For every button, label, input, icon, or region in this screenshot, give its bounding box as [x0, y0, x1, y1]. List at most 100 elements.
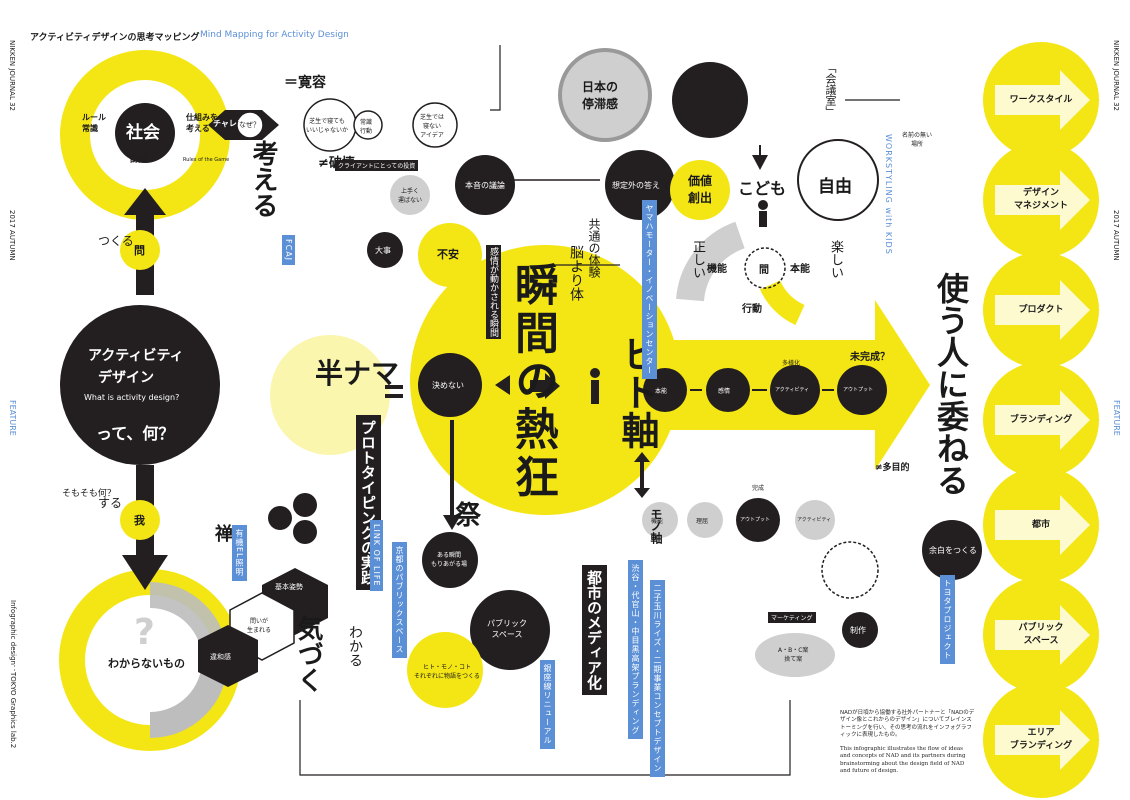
- daiji-circle: [367, 232, 403, 268]
- kaigishitsu-label: 「会議室」: [824, 62, 837, 117]
- koudou-label: 行動: [742, 304, 762, 315]
- daiji-label: 大事: [375, 246, 391, 255]
- flow-activity: [770, 365, 820, 415]
- nihon-label: 日本の 停滞感: [582, 80, 619, 111]
- flow2-kinou-label: 機能: [651, 518, 664, 525]
- tag-life: LINK OF LIFE: [370, 520, 383, 591]
- nihon-circle: [558, 48, 652, 142]
- arrow-down-head: [122, 555, 168, 590]
- client-label: クライアントにとっての投資: [335, 160, 419, 171]
- meisho-circle: [672, 62, 748, 138]
- tag-yamaha: ヤマハモーター・イノベーションセンター: [642, 200, 657, 379]
- shibafu1-label: 芝生で寝ても いいじゃないか: [306, 118, 349, 134]
- rule-think-label: 仕組みを 考える: [186, 113, 218, 133]
- arrow-up-head: [124, 188, 166, 215]
- aruShunkan-circle: [422, 532, 478, 588]
- shibafu2-label: 芝生では 寝ない アイデア: [420, 114, 445, 139]
- kimenai-circle: [418, 353, 482, 417]
- rule-common-label: ルール 常識: [82, 113, 106, 133]
- tanoshii-label: 楽しい: [828, 240, 843, 279]
- header-title-jp: アクティビティデザインの思考マッピング: [30, 33, 200, 43]
- center-title-2: デザイン: [98, 370, 154, 386]
- tag-workstyling: WORKSTYLING with KIDS: [882, 130, 895, 259]
- center-question: って、何？: [96, 424, 175, 443]
- journal-left: NIKKEN JOURNAL 32: [8, 40, 16, 111]
- kinou-label: 機能: [707, 264, 727, 275]
- kyotsuu-label: 共通の体験: [587, 218, 601, 278]
- kyoumi-label: 感情が動かされる瞬間: [486, 245, 501, 339]
- header-title-en: Mind Mapping for Activity Design: [200, 30, 349, 40]
- abc-cloud: [755, 633, 835, 677]
- right-arrow-small: [530, 380, 545, 392]
- aida-circle: [744, 247, 786, 289]
- prototyping-label: プロトタイピングの実践: [356, 415, 381, 590]
- honnou-label: 本能: [790, 264, 810, 275]
- kihon-label: 基本姿勢: [275, 583, 303, 591]
- fuan-circle: [418, 223, 482, 287]
- hitomono-circle: [407, 632, 483, 708]
- aruShunkan-label: ある瞬間 もりあがる場: [431, 552, 468, 568]
- kodomo-label: こども: [738, 179, 787, 198]
- yohaku-label: 余白をつくる: [929, 546, 977, 555]
- kinou-arc: [676, 221, 746, 302]
- sidebar-item-area-branding: エリア ブランディング: [1009, 728, 1073, 751]
- monojiku-label: モノ軸: [649, 508, 663, 544]
- sidebar-item-city: 都市: [1031, 520, 1050, 530]
- honne-label: 本音の議論: [465, 181, 505, 190]
- flow2-riyou-label: 理屈: [696, 518, 709, 525]
- tsukau-label: 使う人に委ねる: [932, 272, 970, 496]
- toshi-label: 都市のメディア化: [582, 565, 607, 695]
- honnou-arc: [759, 279, 806, 326]
- kizuku-label: 気づく: [293, 615, 323, 693]
- date-left: 2017 AUTUMN: [8, 210, 16, 261]
- tag-shibuya: 渋谷・代官山・中目黒高架プランディング: [628, 560, 643, 739]
- flow-kanjou: [706, 368, 750, 412]
- journal-right: NIKKEN JOURNAL 32: [1112, 40, 1120, 111]
- issue-label: 課題: [130, 155, 149, 165]
- aida-label: 間: [759, 265, 769, 276]
- flow2-riyou: [687, 502, 723, 538]
- tahshu-label: ≠多目的: [875, 463, 910, 473]
- flow2-activity-label: アクティビティ: [797, 517, 832, 523]
- kimenai-label: 決めない: [432, 381, 464, 390]
- nouyori-label: 脳より体: [568, 245, 584, 301]
- public-label: パブリック スペース: [487, 619, 527, 639]
- flow2-activity: [795, 500, 835, 540]
- jiyu-label: 自由: [818, 177, 852, 197]
- flow-activity-label: アクティビティ: [775, 387, 810, 393]
- kangaeru-label: 考える: [248, 140, 278, 218]
- fuan-label: 不安: [437, 248, 459, 261]
- sidebar-item-branding: ブランディング: [1009, 415, 1073, 425]
- feature-right: FEATURE: [1112, 400, 1121, 436]
- center-circle: [60, 305, 220, 465]
- seisaku-label: 制作: [850, 626, 866, 635]
- person-icon: [590, 368, 600, 404]
- ware-circle: [120, 500, 160, 540]
- fundamental-label: そもそも何？: [62, 489, 116, 499]
- flow-output: [837, 365, 887, 415]
- shunkan-label: 瞬間の熱狂: [507, 262, 558, 502]
- footer-note-en: This infographic illustrates the flow of…: [840, 746, 966, 775]
- flow2-output: [736, 498, 780, 542]
- credit: Infographic design：TOKYO Graphics lab.2: [9, 600, 17, 749]
- public-circle: [470, 590, 550, 670]
- honne-circle: [455, 155, 515, 215]
- sidebar-item-product: プロダクト: [1018, 305, 1064, 315]
- jiyu-circle: [797, 139, 879, 221]
- tag-ginza: 銀座線リニューアル: [540, 660, 555, 749]
- tag-yuki: 有機EL照明: [232, 525, 247, 581]
- toi-circle: [120, 230, 160, 270]
- dont-know-label: わからないもの: [108, 657, 185, 670]
- center-subtitle: What is activity design?: [84, 393, 180, 402]
- naze-label: なぜ？: [239, 121, 260, 129]
- date-right: 2017 AUTUMN: [1112, 210, 1120, 261]
- jouken-label: 常識 行動: [360, 119, 373, 135]
- yohaku-circle: [922, 520, 982, 580]
- flow-tayouka-label: 多様化: [782, 360, 801, 367]
- seisaku-circle: [842, 612, 878, 648]
- sidebar-graphics: [983, 42, 1099, 798]
- footer-note-jp: NADが日頃から協働する社外パートナーと「NADのデザイン像とこれからのデザイン…: [840, 710, 975, 739]
- toi-hex-label: 問いが 生まれる: [247, 618, 272, 634]
